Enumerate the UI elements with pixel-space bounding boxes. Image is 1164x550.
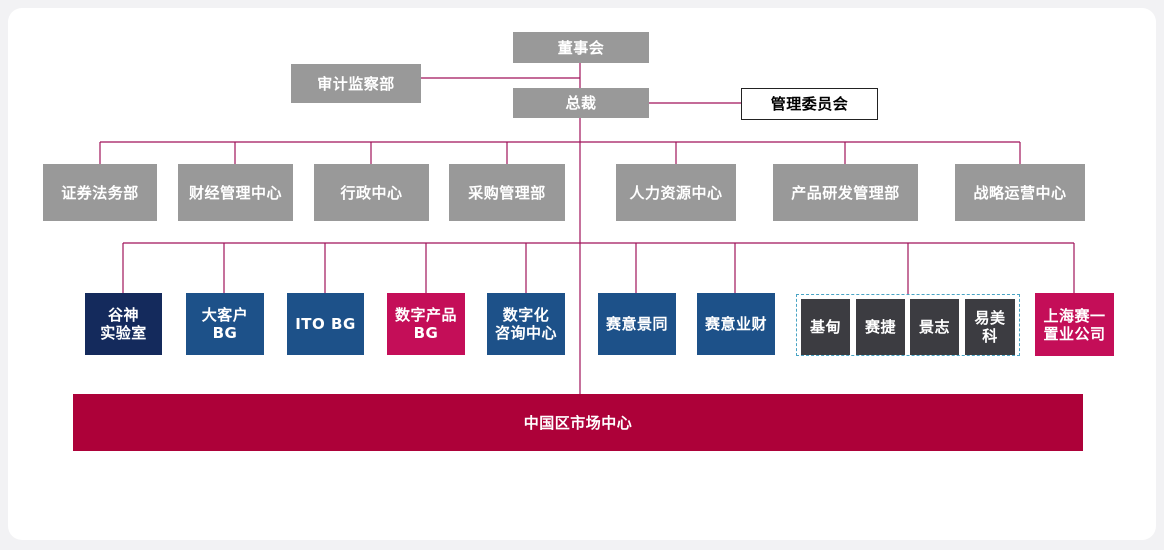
function-administration: 行政中心 — [314, 164, 429, 221]
audit-box: 审计监察部 — [291, 64, 421, 103]
president-box: 总裁 — [513, 88, 649, 118]
unit-shanghai-saiyi-property: 上海赛一 置业公司 — [1035, 293, 1114, 356]
unit-key-account-bg: 大客户 BG — [186, 293, 264, 355]
subsidiary-saijie: 赛捷 — [856, 299, 905, 355]
function-product-rd: 产品研发管理部 — [773, 164, 918, 221]
china-marketing-center: 中国区市场中心 — [73, 394, 1083, 451]
subsidiary-group — [796, 294, 1020, 356]
function-strategy: 战略运营中心 — [955, 164, 1085, 221]
function-securities-legal: 证券法务部 — [43, 164, 157, 221]
function-hr: 人力资源中心 — [616, 164, 736, 221]
unit-saiyi-jingtong: 赛意景同 — [598, 293, 676, 355]
subsidiary-jidian: 基甸 — [801, 299, 850, 355]
unit-digital-consulting: 数字化 咨询中心 — [487, 293, 565, 355]
unit-saiyi-yecai: 赛意业财 — [697, 293, 775, 355]
unit-gushen-lab: 谷神 实验室 — [85, 293, 162, 355]
board-box: 董事会 — [513, 32, 649, 63]
committee-box: 管理委员会 — [741, 88, 878, 120]
function-procurement: 采购管理部 — [449, 164, 565, 221]
function-finance: 财经管理中心 — [178, 164, 293, 221]
unit-ito-bg: ITO BG — [287, 293, 364, 355]
subsidiary-yimeike: 易美 科 — [965, 299, 1015, 355]
subsidiary-jingzhi: 景志 — [910, 299, 959, 355]
unit-digital-product-bg: 数字产品 BG — [387, 293, 465, 355]
